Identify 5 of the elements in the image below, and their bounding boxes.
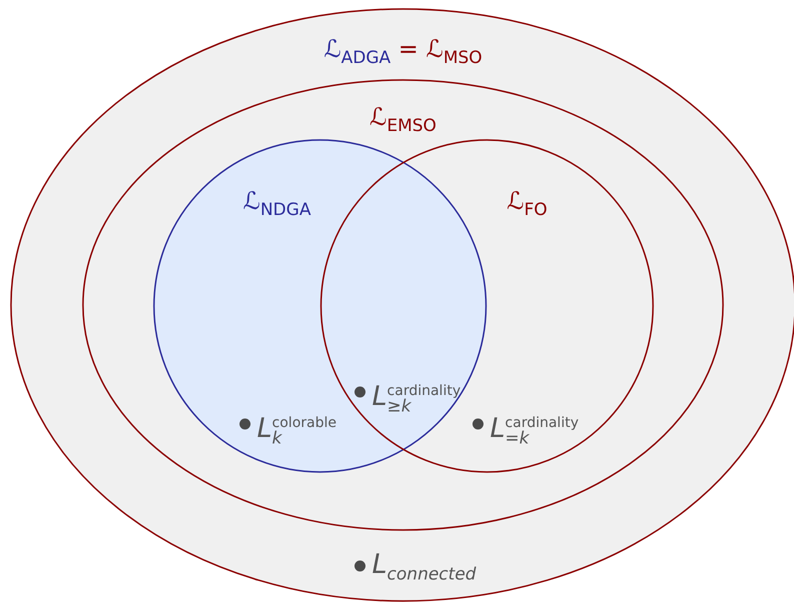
set-label: ℒ$_{ADGA}$ = ℒ$_{MSO}$ [324,34,482,70]
set-label: ℒ$_{EMSO}$ [370,102,436,138]
set-label: ℒ$_{NDGA}$ [243,186,311,222]
language-label: L$_{connected}$ [372,548,476,586]
set-label: ℒ$_{FO}$ [506,186,548,222]
